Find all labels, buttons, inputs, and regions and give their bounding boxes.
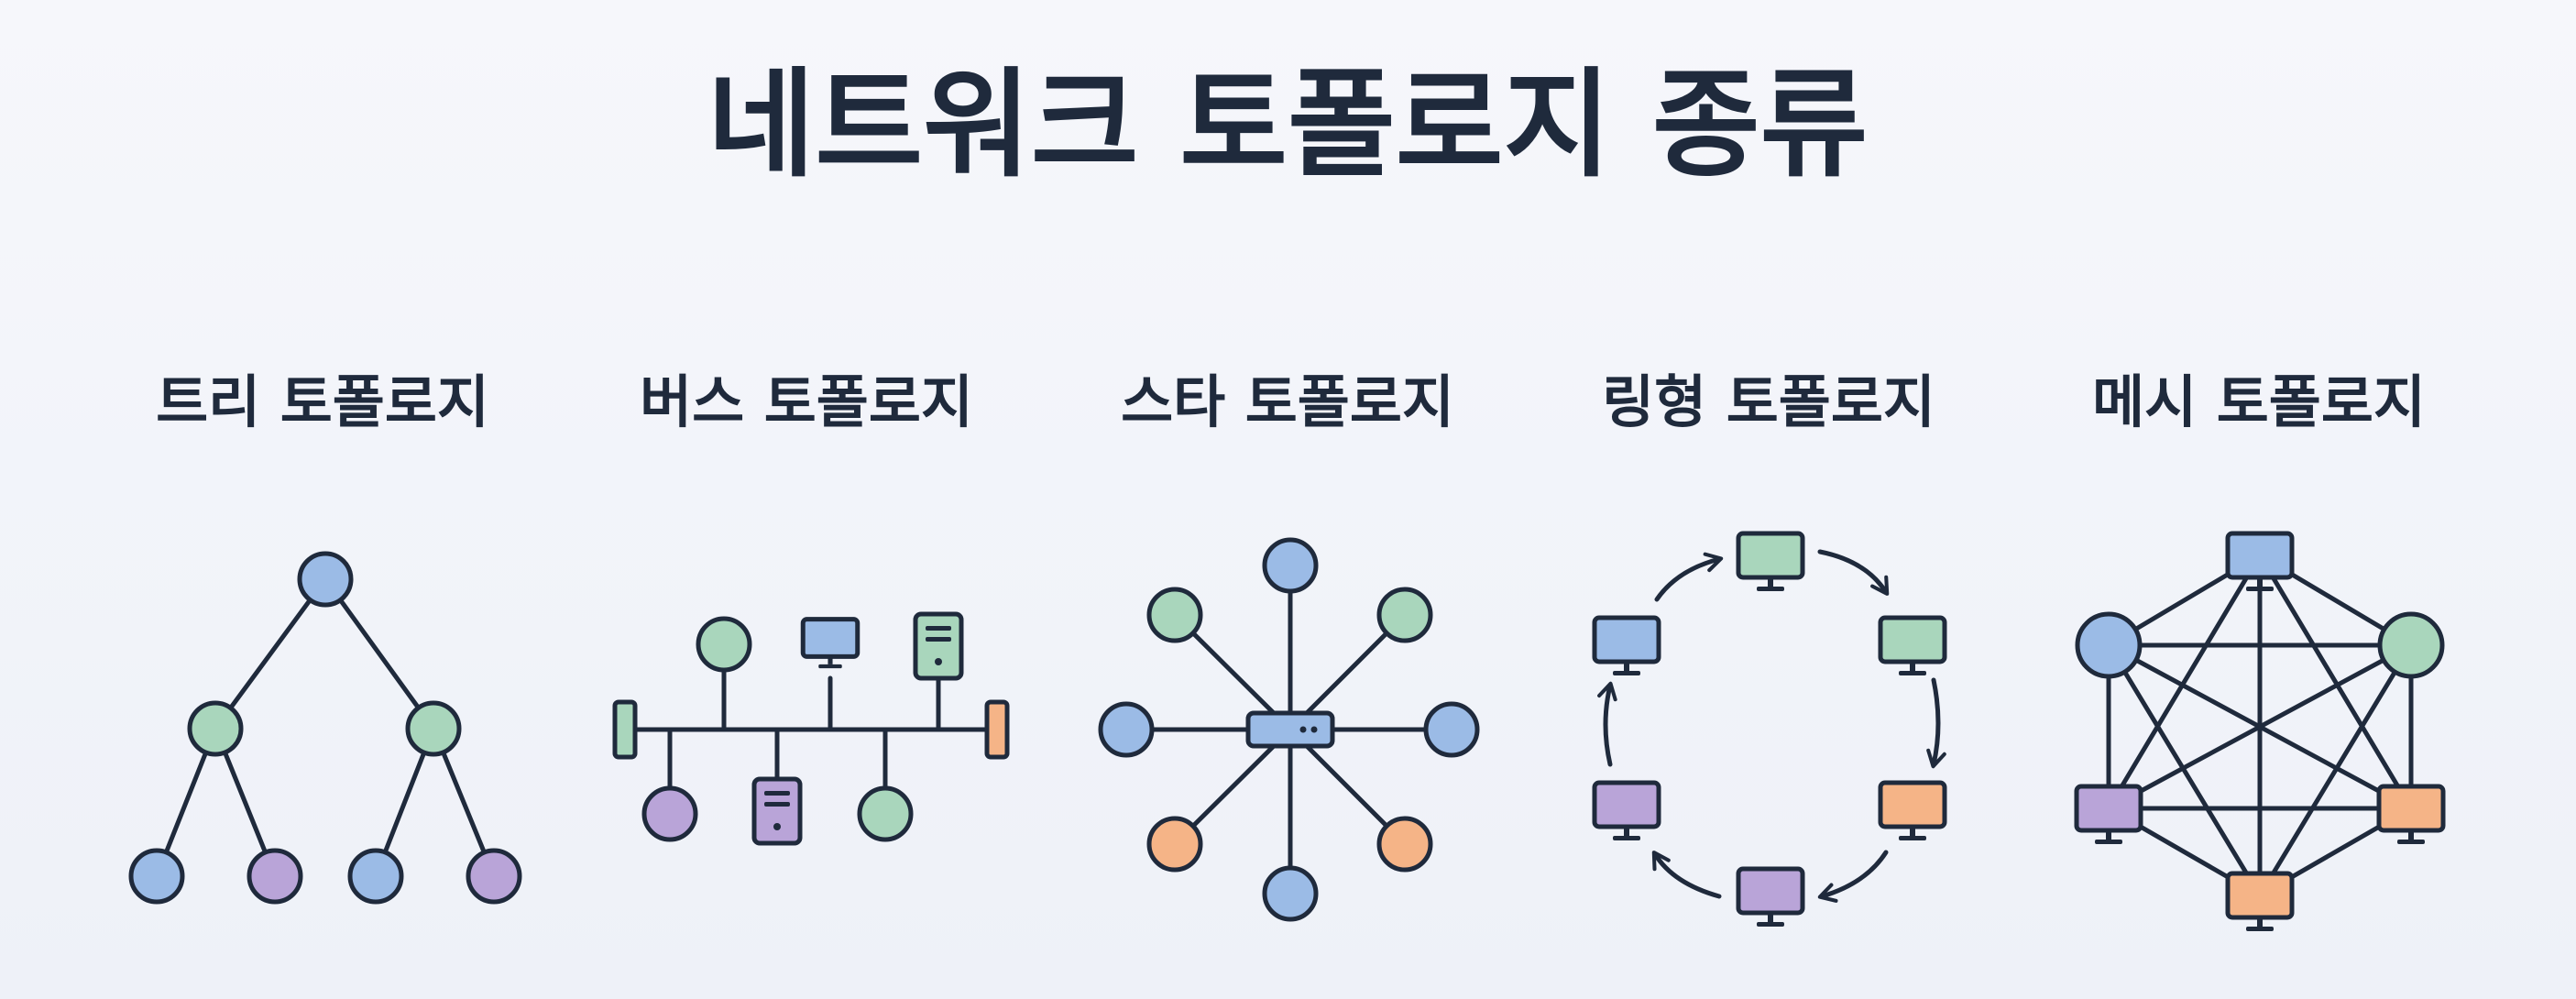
switch-icon [1245, 710, 1335, 749]
star-node [1146, 816, 1203, 873]
mesh-topology-label: 메시 토폴로지 [2092, 368, 2426, 435]
connection-line [323, 576, 436, 731]
monitor-icon [800, 617, 860, 669]
bus-topology-diagram [612, 611, 1010, 846]
monitor-icon [2225, 531, 2295, 591]
page-title: 네트워크 토폴로지 종류 [707, 57, 1869, 193]
monitor-icon [2225, 871, 2295, 931]
monitor-icon [1878, 780, 1947, 840]
star-node [1423, 701, 1480, 758]
star-node [1376, 816, 1433, 873]
monitor-icon [2376, 784, 2446, 844]
star-topology-diagram [1098, 537, 1480, 922]
monitor-icon [1878, 615, 1947, 675]
monitor-icon [1736, 866, 1805, 927]
monitor-icon [1592, 615, 1661, 675]
arrow-icon [1597, 681, 1617, 767]
mesh-topology-diagram [2074, 531, 2446, 931]
bus-topology-label: 버스 토폴로지 [640, 368, 973, 435]
branch-node [405, 700, 462, 757]
leaf-node [347, 848, 404, 905]
mesh-link [2106, 642, 2263, 898]
terminator-icon [984, 699, 1010, 760]
connection-line [213, 576, 328, 731]
star-node [1146, 587, 1203, 643]
arrow-icon [1817, 549, 1890, 596]
star-node [1262, 537, 1319, 594]
arrow-icon [1651, 851, 1722, 899]
monitor-icon [2074, 784, 2143, 844]
monitor-icon [1592, 780, 1661, 840]
star-node [1262, 865, 1319, 922]
server-icon [751, 776, 803, 846]
bus-node [857, 785, 914, 842]
root-node [297, 551, 354, 608]
server-icon [913, 611, 964, 681]
arrow-icon [1926, 677, 1946, 769]
star-node [1376, 587, 1433, 643]
mesh-link [2106, 642, 2414, 811]
bus-node [641, 785, 698, 842]
ring-topology-diagram [1592, 531, 1947, 927]
terminator-icon [612, 699, 638, 760]
monitor-icon [1736, 531, 1805, 591]
mesh-link [2257, 642, 2414, 898]
mesh-link [2257, 553, 2414, 811]
leaf-node [247, 848, 303, 905]
branch-node [187, 700, 244, 757]
mesh-link [2106, 553, 2263, 811]
leaf-node [466, 848, 522, 905]
leaf-node [128, 848, 185, 905]
tree-topology-label: 트리 토폴로지 [156, 368, 489, 435]
arrow-icon [1817, 850, 1889, 903]
star-topology-label: 스타 토폴로지 [1121, 368, 1454, 435]
ring-topology-label: 링형 토폴로지 [1602, 368, 1935, 435]
star-node [1098, 701, 1155, 758]
mesh-node [2377, 611, 2445, 679]
arrow-icon [1654, 552, 1724, 602]
mesh-node [2075, 611, 2143, 679]
tree-topology-diagram [128, 551, 522, 905]
bus-node [696, 616, 752, 673]
